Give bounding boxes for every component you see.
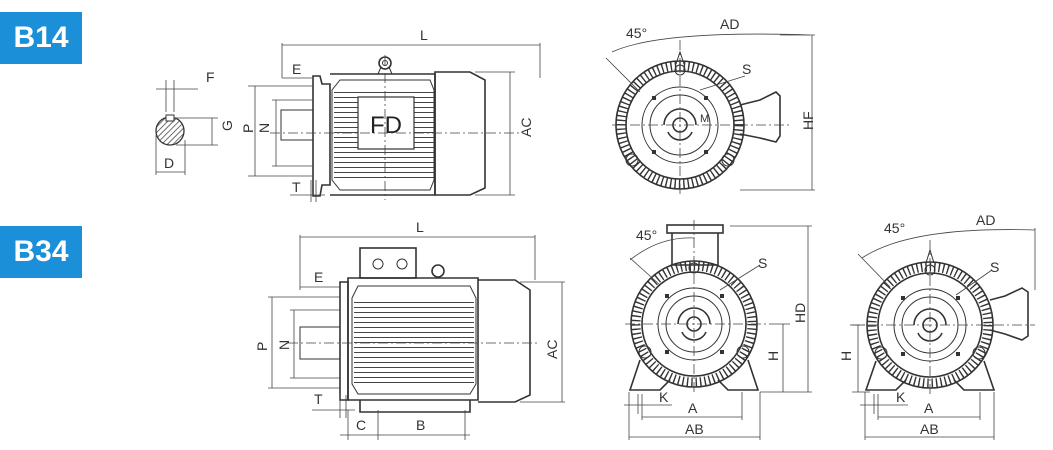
dim-a-label: A	[924, 400, 934, 416]
dim-m-label: M	[700, 113, 709, 125]
dim-l-label: L	[420, 27, 428, 43]
dim-b-label: B	[416, 417, 425, 433]
b34-end-view-side-box: 45° AD S H K A AB	[838, 212, 1036, 440]
b14-end-view: 45° AD S M HF	[605, 16, 816, 195]
dim-n-label: N	[276, 340, 292, 350]
dim-k-label: K	[659, 389, 669, 405]
dim-p-label: P	[240, 124, 256, 133]
b34-side-view: L E P N T C B AC	[254, 219, 565, 440]
angle-45-label: 45°	[884, 220, 905, 236]
dim-a-label: A	[688, 400, 698, 416]
dim-ad-label: AD	[720, 16, 739, 32]
dim-ac-label: AC	[518, 118, 534, 137]
nameplate	[357, 96, 415, 150]
dim-l-label: L	[416, 219, 424, 235]
dim-t-label: T	[314, 391, 323, 407]
dim-h-label: H	[765, 351, 781, 361]
dim-hd-label: HD	[792, 303, 808, 323]
dim-h-label: H	[838, 351, 854, 361]
dim-ad-label: AD	[976, 212, 995, 228]
dim-hf-label: HF	[800, 111, 816, 130]
dim-ab-label: AB	[920, 421, 939, 437]
dim-c-label: C	[356, 417, 366, 433]
dim-p-label: P	[254, 342, 270, 351]
dim-g-label: G	[219, 120, 235, 131]
dim-s-label: S	[758, 255, 767, 271]
angle-45-label: 45°	[626, 25, 647, 41]
dim-k-label: K	[896, 389, 906, 405]
nameplate-label: FD	[370, 112, 402, 139]
dim-f-label: F	[206, 69, 215, 85]
dim-ac-label: AC	[544, 340, 560, 359]
b14-side-view: L E P N T FD AC	[240, 27, 541, 202]
dim-d-label: D	[164, 155, 174, 171]
shaft-cross-section: F G D	[155, 69, 235, 175]
b14-badge: B14	[0, 12, 82, 64]
dim-s-label: S	[990, 259, 999, 275]
dim-t-label: T	[292, 179, 301, 195]
dim-e-label: E	[314, 269, 323, 285]
dim-s-label: S	[742, 61, 751, 77]
b34-badge: B34	[0, 226, 82, 278]
dim-e-label: E	[292, 61, 301, 77]
dim-n-label: N	[256, 123, 272, 133]
dim-ab-label: AB	[685, 421, 704, 437]
b34-end-view-top-box: 45° S HD H K A AB	[624, 220, 812, 440]
angle-45-label: 45°	[636, 227, 657, 243]
terminal-box	[359, 247, 417, 279]
